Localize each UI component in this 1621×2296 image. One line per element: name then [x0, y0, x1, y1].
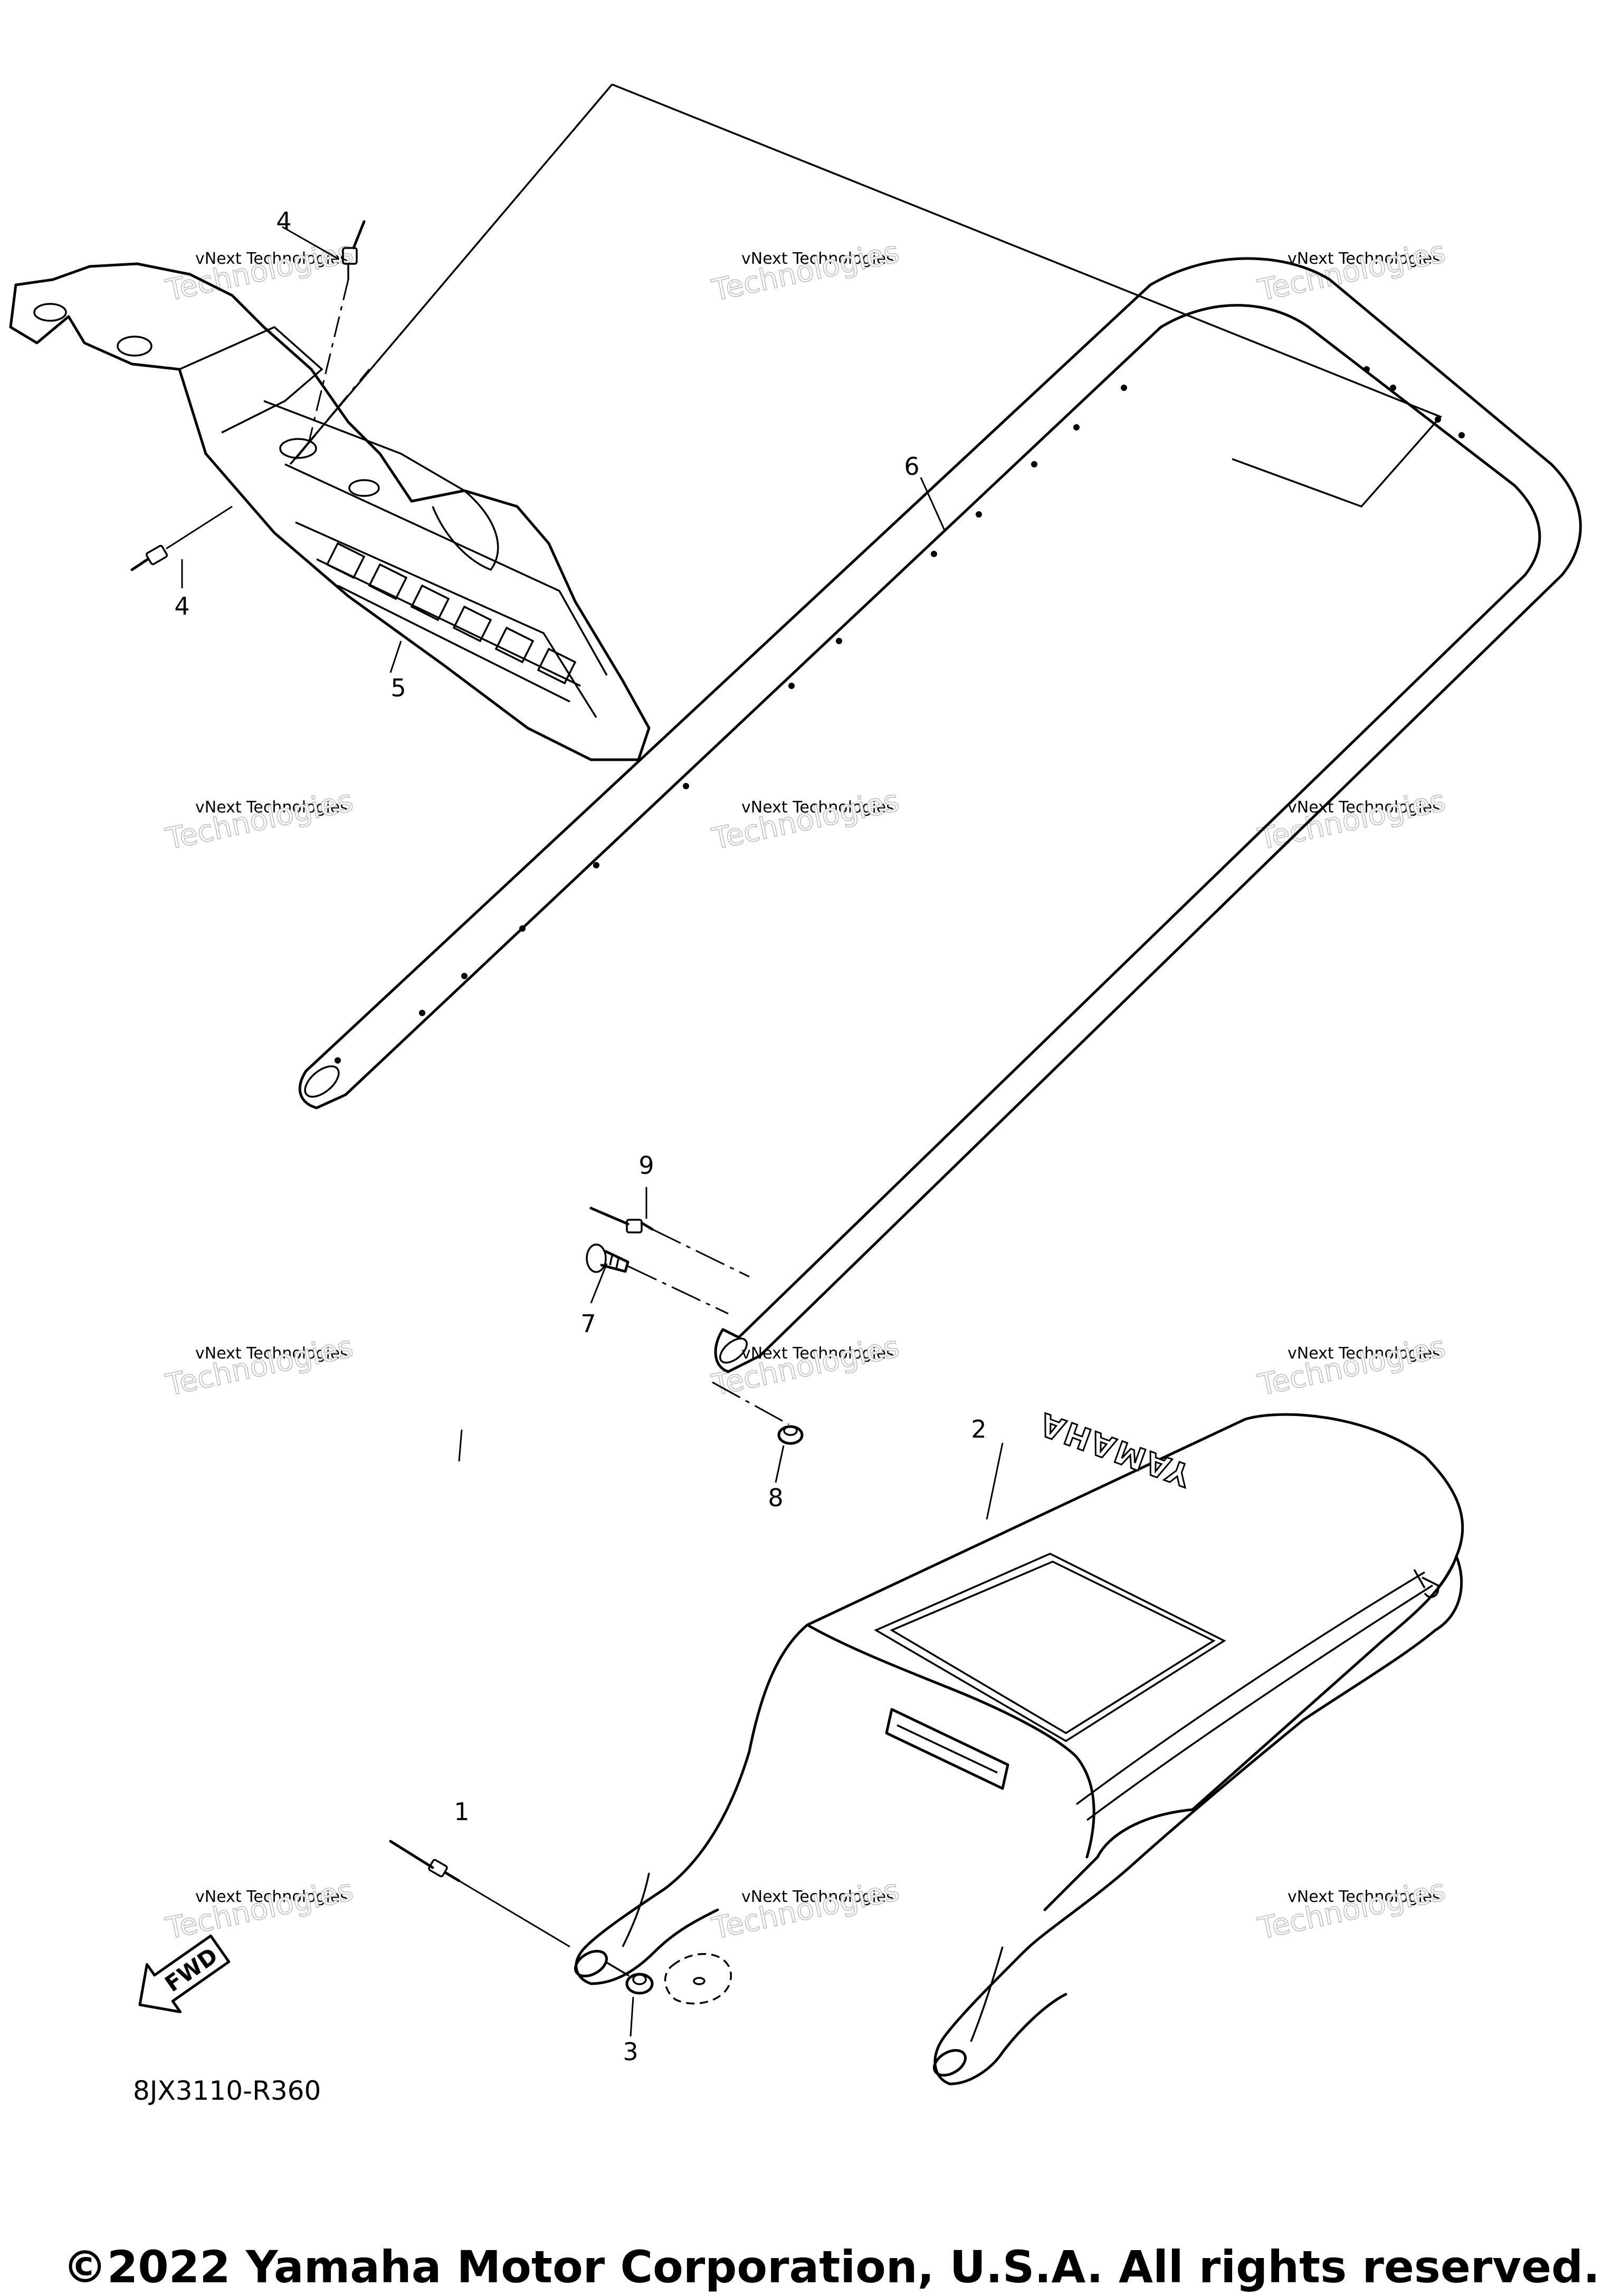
- callout-leaders: [181, 226, 1004, 2037]
- svg-text:vNext Technologies: vNext Technologies: [1288, 1344, 1441, 1363]
- svg-text:Technologies: Technologies: [163, 1873, 356, 1946]
- rivet-part-1: [389, 1840, 570, 1948]
- svg-text:vNext Technologies: vNext Technologies: [195, 798, 348, 817]
- callout-4-upper: 4: [276, 207, 291, 235]
- rack-slot-pattern: [326, 542, 577, 685]
- svg-text:Technologies: Technologies: [163, 1329, 356, 1403]
- callout-1: 1: [454, 1797, 469, 1826]
- svg-text:vNext Technologies: vNext Technologies: [195, 1888, 348, 1906]
- diagram-code: 8JX3110-R360: [133, 2075, 321, 2106]
- grommet-part-3: [606, 1953, 732, 2005]
- rear-rack-bracket: [9, 262, 651, 761]
- svg-text:vNext Technologies: vNext Technologies: [1288, 250, 1441, 268]
- nut-part-8: [777, 1425, 804, 1445]
- svg-text:vNext Technologies: vNext Technologies: [195, 1344, 348, 1363]
- svg-text:Technologies: Technologies: [1255, 1873, 1448, 1946]
- copyright-notice: ©2022 Yamaha Motor Corporation, U.S.A. A…: [62, 2241, 1600, 2293]
- svg-text:Technologies: Technologies: [709, 235, 902, 308]
- rivet-part-9: [589, 1207, 654, 1233]
- svg-text:Technologies: Technologies: [709, 1873, 902, 1946]
- svg-text:vNext Technologies: vNext Technologies: [1288, 1888, 1441, 1906]
- callout-5: 5: [390, 674, 406, 702]
- callout-2: 2: [971, 1415, 986, 1443]
- callout-numbers: 1 2 3 4 4 5 6 7 8 9: [174, 207, 986, 2066]
- bolt-part-7: [586, 1243, 630, 1273]
- svg-text:Technologies: Technologies: [163, 235, 356, 308]
- callout-9: 9: [638, 1151, 654, 1180]
- svg-text:Technologies: Technologies: [1255, 1329, 1448, 1403]
- svg-text:Technologies: Technologies: [709, 783, 902, 857]
- u-rail-bar: [298, 257, 1582, 1373]
- callout-6: 6: [904, 452, 919, 481]
- rivet-part-4-lower: [130, 505, 233, 571]
- assembly-phantom-lines: [289, 83, 1442, 508]
- callout-3: 3: [623, 2037, 638, 2066]
- rivet-part-4-upper: [308, 220, 366, 444]
- svg-text:vNext Technologies: vNext Technologies: [195, 250, 348, 268]
- callout-8: 8: [768, 1484, 783, 1512]
- callout-4-lower: 4: [174, 592, 189, 620]
- svg-text:vNext Technologies: vNext Technologies: [741, 250, 894, 268]
- rail-holes: [335, 366, 1465, 1064]
- svg-text:vNext Technologies: vNext Technologies: [741, 798, 894, 817]
- watermark-layer: vNext Technologies Technologies vNext Te…: [163, 235, 1449, 1947]
- svg-text:vNext Technologies: vNext Technologies: [741, 1888, 894, 1906]
- svg-text:vNext Technologies: vNext Technologies: [1288, 798, 1441, 817]
- callout-7: 7: [580, 1309, 596, 1338]
- svg-text:Technologies: Technologies: [163, 783, 356, 857]
